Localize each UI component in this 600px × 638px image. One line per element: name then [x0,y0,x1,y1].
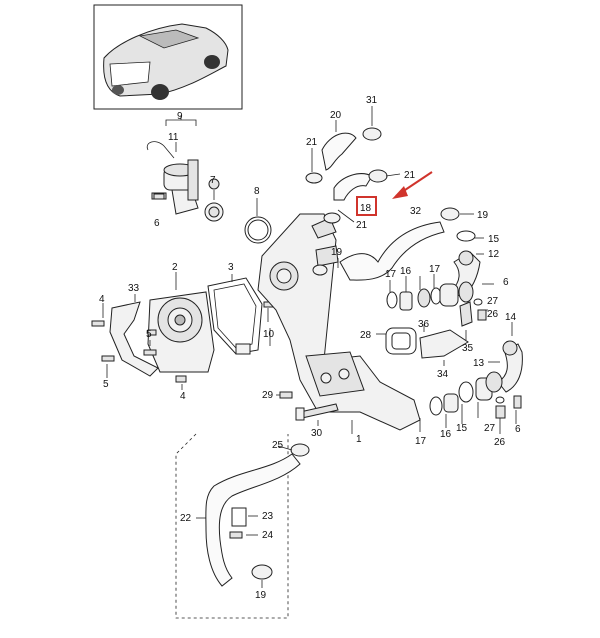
callout-17: 17 [385,269,397,280]
callout-4: 4 [99,294,105,305]
hose-clamp [251,127,460,580]
callout-26: 26 [494,437,506,448]
temperature-sensor [459,298,522,419]
callout-21: 21 [356,220,368,231]
callout-6: 6 [154,218,160,229]
callout-7: 7 [210,175,216,186]
callout-34: 34 [437,369,449,380]
bolt [91,193,274,383]
callout-31: 31 [366,95,378,106]
callout-10: 10 [263,329,275,340]
callout-2: 2 [172,262,178,273]
callout-18: 18 [360,203,372,214]
callout-15: 15 [488,234,500,245]
water-pipe [451,250,523,393]
callout-14: 14 [505,312,517,323]
hose [321,132,445,281]
highlight-box [356,196,377,216]
callout-6: 6 [515,424,521,435]
o-ring [386,281,503,416]
callout-30: 30 [311,428,323,439]
callout-29: 29 [262,390,274,401]
callout-16: 16 [440,429,452,440]
callout-27: 27 [484,423,496,434]
callout-4: 4 [180,391,186,402]
callout-36: 36 [418,319,430,330]
callout-13: 13 [473,358,485,369]
lower-hose [205,453,301,587]
callout-12: 12 [488,249,500,260]
car-thumbnail [93,4,243,110]
callout-21: 21 [306,137,318,148]
callout-8: 8 [254,186,260,197]
callout-24: 24 [262,530,274,541]
callout-15: 15 [456,423,468,434]
callout-26: 26 [487,309,499,320]
callout-5: 5 [103,379,109,390]
red-arrow-icon [392,171,433,199]
callout-17: 17 [429,264,441,275]
callout-25: 25 [272,440,284,451]
callout-11: 11 [168,132,179,143]
callout-17: 17 [415,436,427,447]
callout-20: 20 [330,110,342,121]
callout-28: 28 [360,330,372,341]
thermostat-housing [146,141,224,222]
callout-35: 35 [462,343,474,354]
callout-22: 22 [180,513,192,524]
water-pump [147,291,215,373]
callout-1: 1 [356,434,362,445]
car-illustration-icon [103,23,229,100]
callout-3: 3 [228,262,234,273]
callout-6: 6 [503,277,509,288]
callout-23: 23 [262,511,274,522]
callout-21: 21 [404,170,416,181]
callout-19: 19 [255,590,267,601]
callout-32: 32 [410,206,422,217]
callout-19: 19 [477,210,489,221]
callout-27: 27 [487,296,499,307]
gasket [244,216,272,244]
callout-5: 5 [146,329,152,340]
callout-16: 16 [400,266,412,277]
callout-19: 19 [331,247,343,258]
callout-33: 33 [128,283,140,294]
callout-9: 9 [177,111,183,122]
